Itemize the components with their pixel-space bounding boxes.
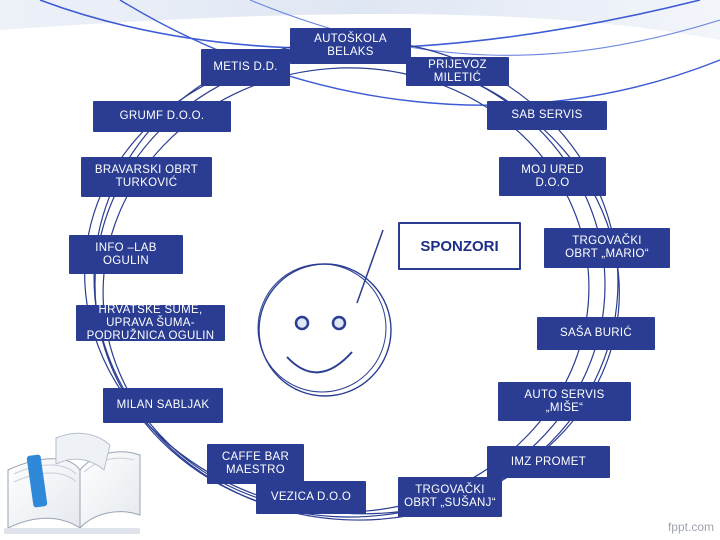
sponsor-label: SAŠA BURIĆ <box>559 327 633 339</box>
sponsor-box-vezica: VEZICA D.O.O <box>256 481 366 514</box>
sponsor-box-grumf: GRUMF D.O.O. <box>93 101 231 132</box>
sponsor-box-imz-promet: IMZ PROMET <box>487 446 610 478</box>
center-label: SPONZORI <box>420 237 499 255</box>
sponsor-label: MOJ URED D.O.O <box>521 163 584 189</box>
center-label-box: SPONZORI <box>398 222 521 270</box>
sponsor-label: HRVATSKE ŠUME, UPRAVA ŠUMA- PODRUŽNICA O… <box>86 303 215 342</box>
sponsor-box-bravarski-obrt-turkovic: BRAVARSKI OBRT TURKOVIĆ <box>81 157 212 197</box>
smiley-face <box>257 263 392 397</box>
sponsor-label: TRGOVAČKI OBRT „MARIO“ <box>565 235 649 260</box>
sponsor-box-moj-ured: MOJ URED D.O.O <box>499 157 606 196</box>
sponsor-label: BRAVARSKI OBRT TURKOVIĆ <box>94 164 199 189</box>
speech-pointer <box>356 229 384 304</box>
sponsor-box-caffe-bar-maestro: CAFFE BAR MAESTRO <box>207 444 304 484</box>
watermark: fppt.com <box>667 520 714 534</box>
sponsor-label: SAB SERVIS <box>511 109 583 121</box>
sponsor-box-sab-servis: SAB SERVIS <box>487 101 607 130</box>
sponsor-box-hrvatske-sume: HRVATSKE ŠUME, UPRAVA ŠUMA- PODRUŽNICA O… <box>76 303 225 342</box>
sponsor-box-auto-servis-mise: AUTO SERVIS „MIŠE“ <box>498 382 631 421</box>
sponsor-label: MILAN SABLJAK <box>116 399 210 411</box>
sponsor-label: VEZICA D.O.O <box>270 491 352 503</box>
smile <box>286 351 353 374</box>
sponsor-box-autoskola-belaks: AUTOŠKOLA BELAKS <box>290 28 411 64</box>
book-icon <box>4 432 141 534</box>
sponsor-box-sasa-buric: SAŠA BURIĆ <box>537 317 655 350</box>
sponsor-label: METIS D.D. <box>213 61 278 73</box>
sponsor-box-milan-sabljak: MILAN SABLJAK <box>103 388 223 423</box>
sponsor-box-trgovacki-obrt-susanj: TRGOVAČKI OBRT „SUŠANJ“ <box>398 477 502 517</box>
sponsor-box-trgovacki-obrt-mario: TRGOVAČKI OBRT „MARIO“ <box>544 228 670 268</box>
sponsor-label: AUTO SERVIS „MIŠE“ <box>524 388 605 414</box>
sponsor-box-prijevoz-miletic: PRIJEVOZ MILETIĆ <box>406 57 509 86</box>
sponsor-box-metis: METIS D.D. <box>201 49 290 86</box>
sponsor-box-info-lab: INFO –LAB OGULIN <box>69 235 183 274</box>
sponsor-label: INFO –LAB OGULIN <box>95 241 157 267</box>
sponsor-label: CAFFE BAR MAESTRO <box>221 451 290 476</box>
left-eye <box>294 315 310 331</box>
sponsor-label: IMZ PROMET <box>510 455 587 468</box>
sponsor-label: TRGOVAČKI OBRT „SUŠANJ“ <box>404 484 496 509</box>
right-eye <box>331 315 347 331</box>
sponsor-label: PRIJEVOZ MILETIĆ <box>428 58 487 84</box>
sponsor-label: GRUMF D.O.O. <box>119 110 205 122</box>
sponsor-label: AUTOŠKOLA BELAKS <box>314 33 387 58</box>
